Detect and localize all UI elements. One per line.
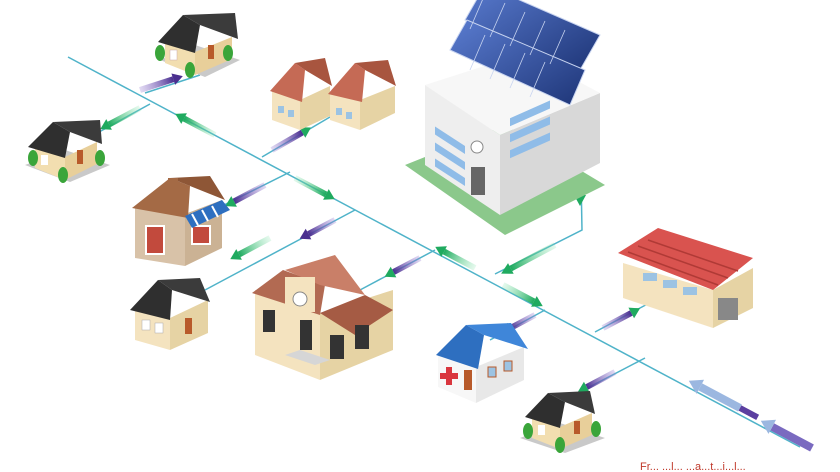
tree-icon (591, 421, 601, 437)
house-bottom (520, 391, 605, 453)
house-left-lower (130, 278, 210, 350)
arrow-purple-icon (139, 73, 183, 93)
arrow-lightblue-icon (760, 419, 814, 452)
arrow-green-icon (501, 242, 557, 274)
hospital (436, 323, 528, 403)
tree-icon (95, 150, 105, 166)
house-top (155, 13, 240, 78)
solar-panel-icon (449, 0, 601, 106)
shop (132, 176, 230, 266)
arrow-green-icon (501, 282, 543, 307)
arrow-green-icon (384, 255, 422, 278)
arrow-green-icon (601, 307, 641, 331)
arrow-green-icon (270, 127, 311, 153)
arrow-green-icon (435, 246, 477, 271)
arrow-lightblue-icon (688, 379, 760, 421)
tree-icon (523, 423, 533, 439)
tree-icon (223, 45, 233, 61)
arrow-green-icon (293, 175, 335, 200)
tree-icon (155, 45, 165, 61)
house-left-upper (25, 120, 110, 183)
tree-icon (555, 437, 565, 453)
caption-text: Fr... ...l... ...a...t...i...l... (640, 461, 746, 472)
factory (618, 228, 753, 328)
twin-houses (270, 58, 396, 130)
arrow-green-icon (577, 369, 617, 393)
solar-building (405, 0, 605, 235)
school (252, 255, 393, 380)
arrow-green-icon (175, 113, 217, 138)
arrow-green-icon (100, 105, 142, 130)
tree-icon (58, 167, 68, 183)
arrow-green-icon (225, 182, 267, 207)
tree-icon (28, 150, 38, 166)
tree-icon (185, 62, 195, 78)
arrow-purple-icon (299, 217, 337, 240)
flow-arrows (100, 73, 814, 452)
arrow-green-icon (230, 235, 272, 260)
branch-top-house (144, 74, 201, 94)
